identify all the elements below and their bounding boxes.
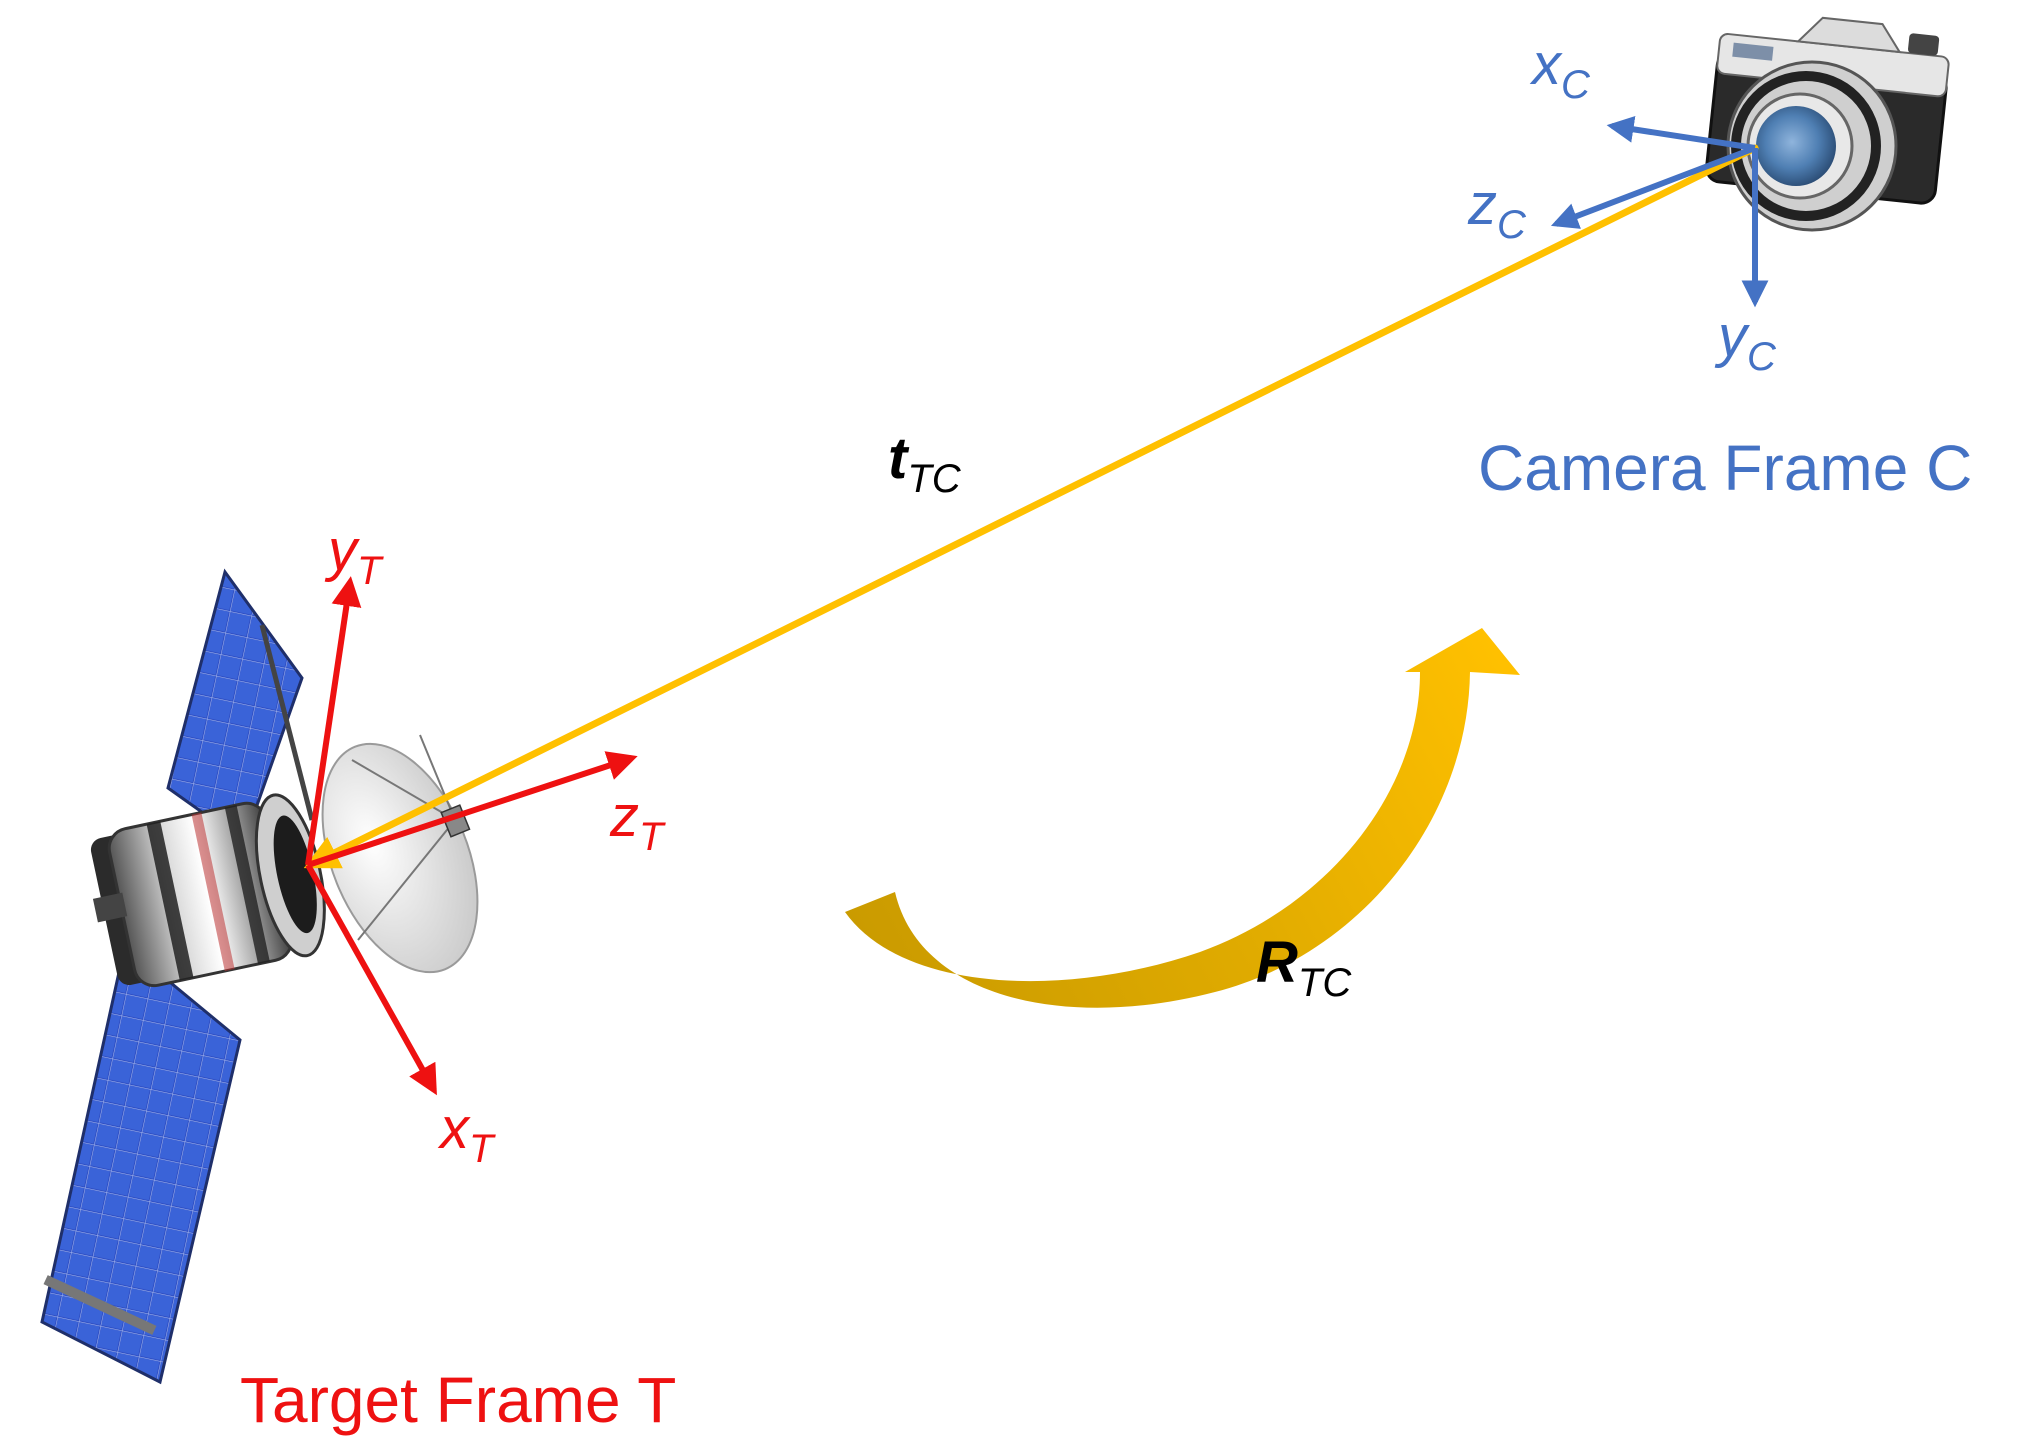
- camera-y-axis-label: yC: [1714, 304, 1777, 379]
- rotation-label: RTC: [1256, 930, 1352, 1005]
- target-frame-title: Target Frame T: [240, 1364, 676, 1436]
- target-y-axis-arrow: [305, 576, 362, 866]
- translation-label: tTC: [888, 426, 962, 501]
- satellite-icon: [40, 568, 479, 1385]
- translation-vector-arrow: [303, 144, 1759, 869]
- target-z-axis-label: zT: [609, 784, 666, 859]
- camera-z-axis-arrow: [1550, 145, 1757, 229]
- rotation-arc-arrow: [845, 628, 1520, 1008]
- camera-icon: [1705, 16, 1950, 232]
- target-y-axis-label: yT: [324, 518, 384, 593]
- camera-x-axis-arrow: [1606, 115, 1756, 151]
- target-x-axis-label: xT: [437, 1096, 496, 1171]
- target-z-axis-arrow: [307, 751, 638, 868]
- camera-frame-title: Camera Frame C: [1478, 432, 1972, 504]
- camera-x-axis-label: xC: [1529, 32, 1591, 107]
- camera-frame-axes: [1550, 115, 1769, 308]
- camera-z-axis-label: zC: [1467, 172, 1527, 247]
- target-x-axis-arrow: [305, 863, 437, 1096]
- target-frame-axes: [305, 576, 638, 1096]
